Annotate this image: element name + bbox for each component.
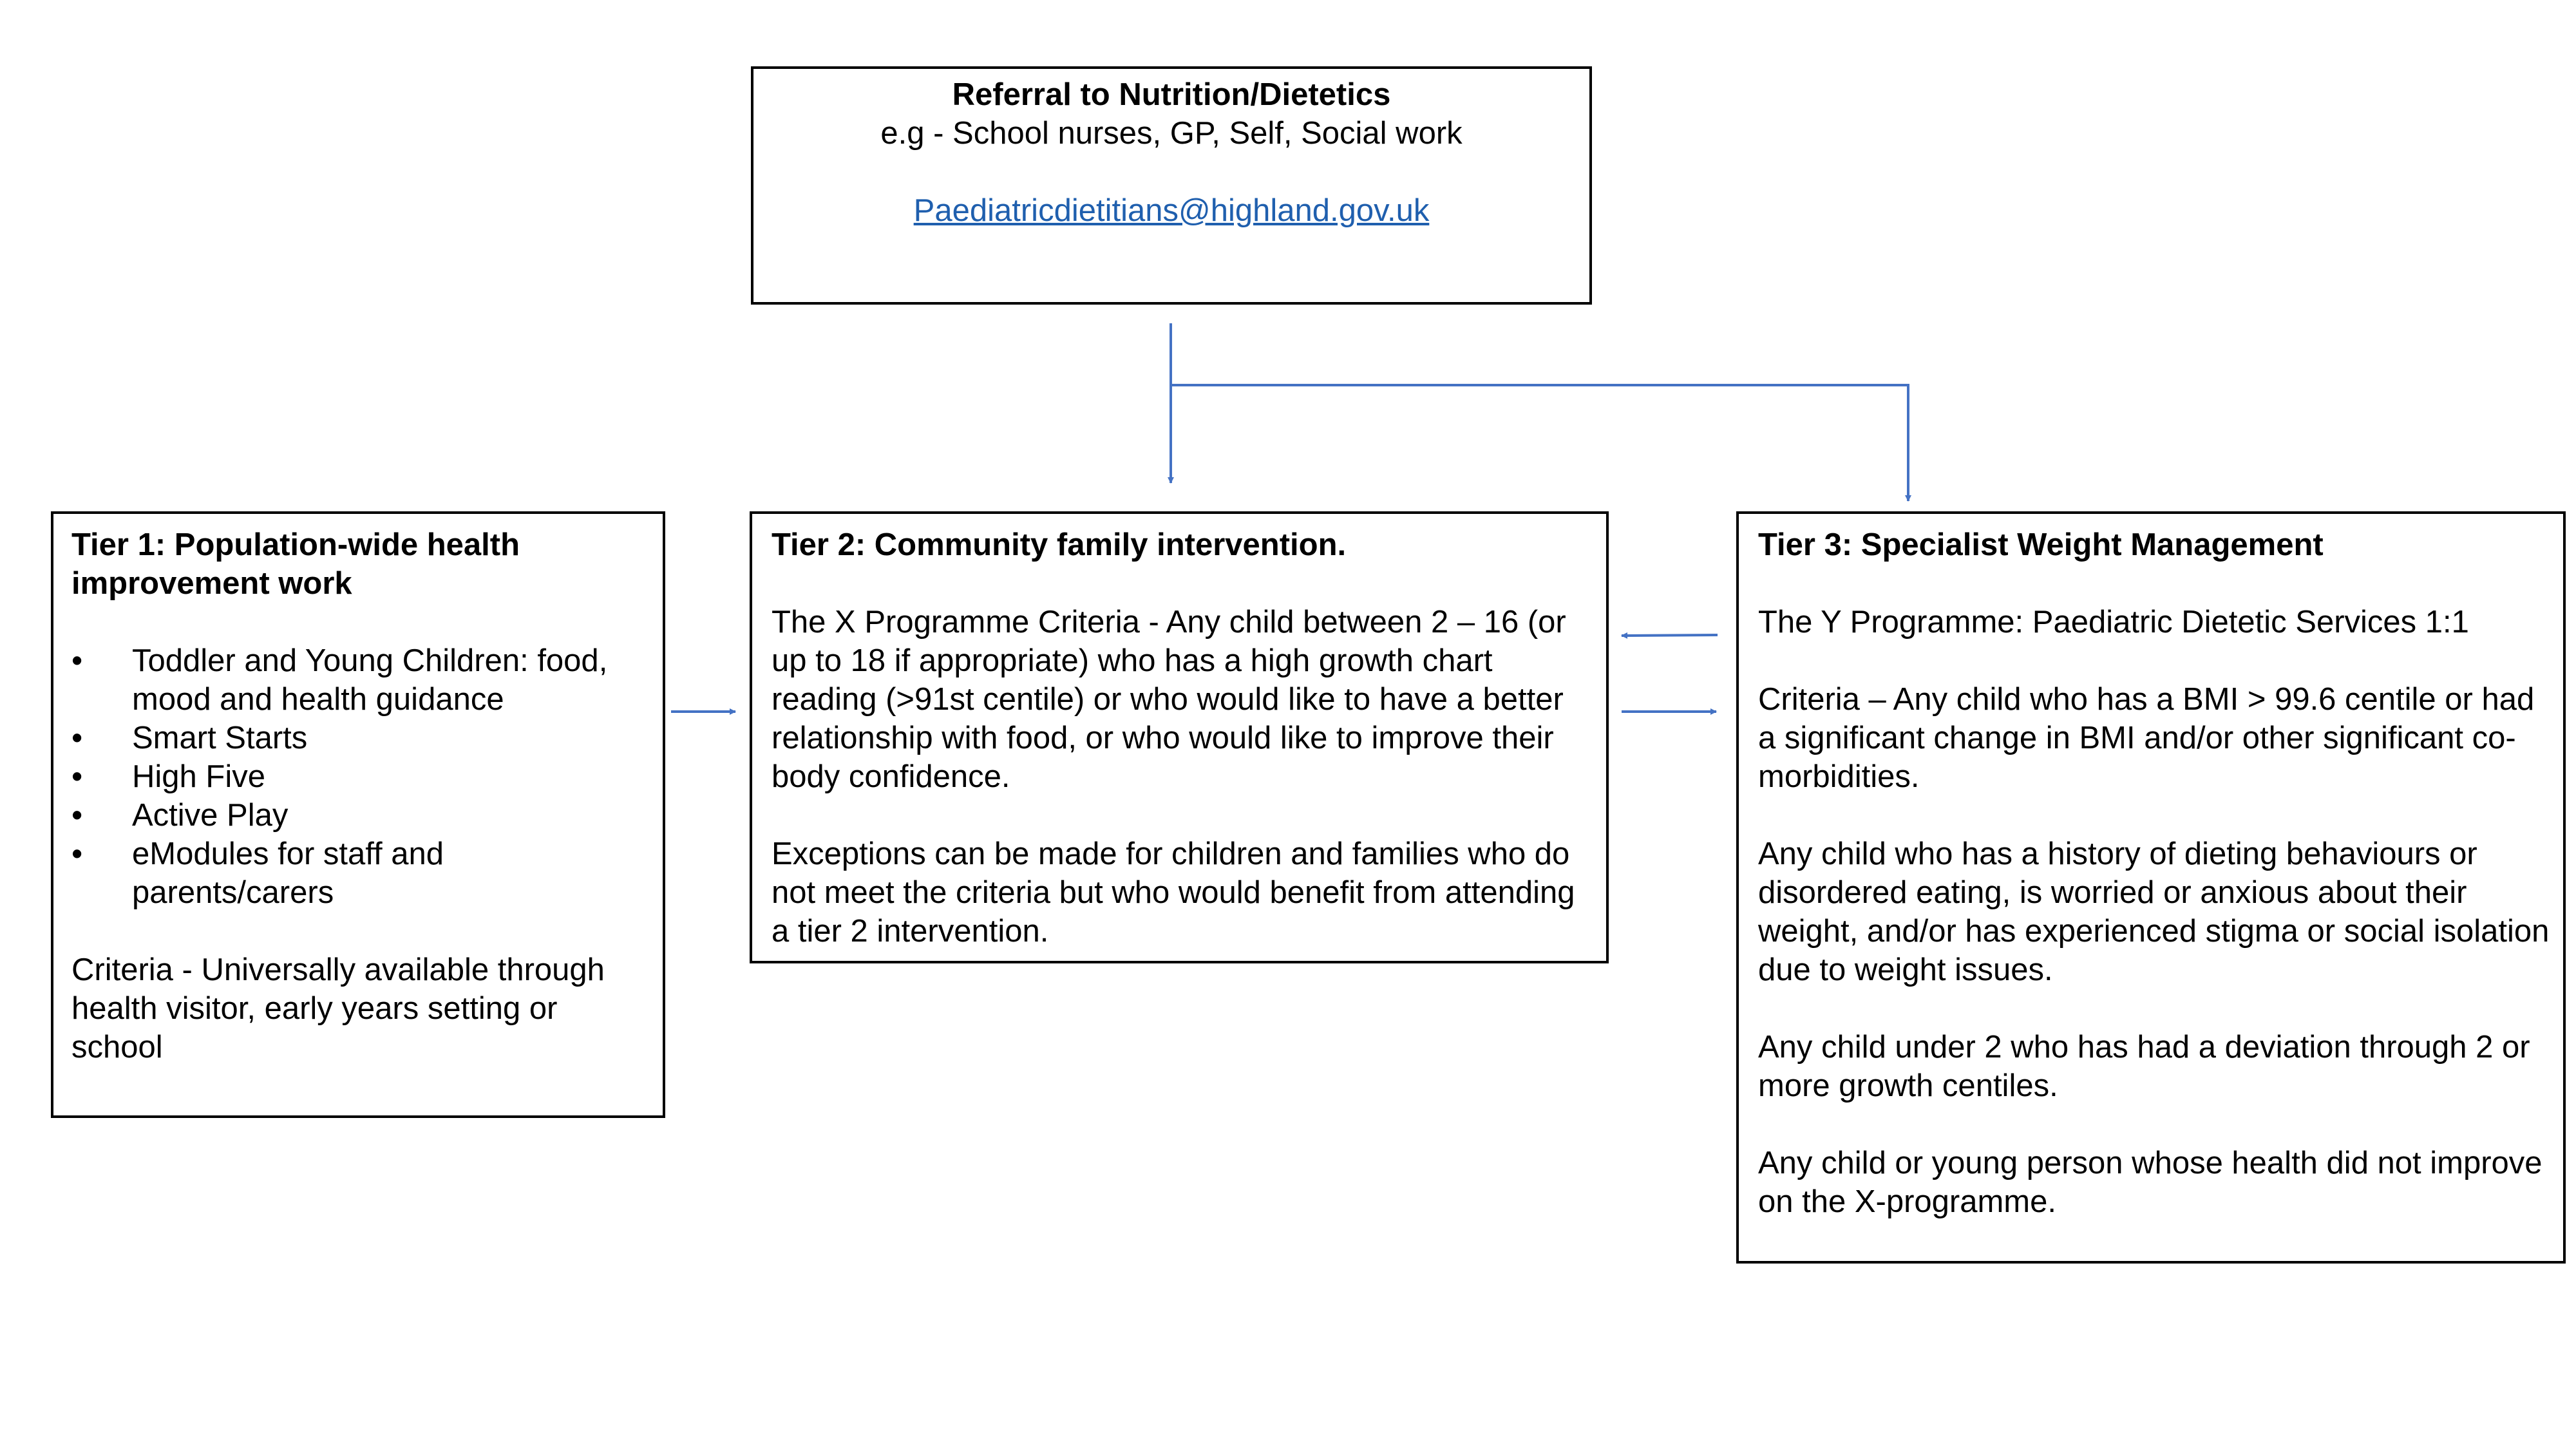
tier2-criteria: The X Programme Criteria - Any child bet…	[772, 605, 1566, 794]
tier1-criteria: Criteria - Universally available through…	[71, 952, 605, 1065]
tier2-title: Tier 2: Community family intervention.	[772, 527, 1347, 562]
spacer	[71, 912, 645, 951]
list-item: High Five	[71, 757, 645, 796]
list-item: eModules for staff and parents/carers	[71, 835, 645, 912]
tier3-box: Tier 3: Specialist Weight Management The…	[1736, 511, 2566, 1264]
spacer	[71, 603, 645, 641]
spacer	[1758, 1105, 2550, 1144]
tier2-exceptions: Exceptions can be made for children and …	[772, 837, 1575, 949]
tier2-box: Tier 2: Community family intervention. T…	[750, 511, 1609, 963]
referral-box: Referral to Nutrition/Dietetics e.g - Sc…	[751, 66, 1592, 305]
spacer	[1758, 641, 2550, 680]
spacer	[772, 796, 1588, 835]
referral-title: Referral to Nutrition/Dietetics	[952, 77, 1391, 112]
tier3-dieting: Any child who has a history of dieting b…	[1758, 837, 2550, 987]
referral-examples: e.g - School nurses, GP, Self, Social wo…	[880, 116, 1463, 151]
spacer	[1758, 989, 2550, 1028]
tier1-box: Tier 1: Population-wide health improveme…	[51, 511, 665, 1118]
tier3-title: Tier 3: Specialist Weight Management	[1758, 527, 2324, 562]
spacer	[766, 153, 1577, 191]
tier3-x-programme: Any child or young person whose health d…	[1758, 1146, 2543, 1219]
list-item: Smart Starts	[71, 719, 645, 757]
list-item: Active Play	[71, 796, 645, 835]
list-item: Toddler and Young Children: food, mood a…	[71, 641, 645, 719]
referral-to-tier3-arrow	[1171, 384, 1911, 502]
tier1-list: Toddler and Young Children: food, mood a…	[71, 641, 645, 912]
spacer	[1758, 564, 2550, 603]
tier3-criteria: Criteria – Any child who has a BMI > 99.…	[1758, 682, 2535, 794]
tier3-to-tier2-arrow	[1621, 632, 1718, 639]
tier1-title: Tier 1: Population-wide health improveme…	[71, 527, 520, 601]
tier3-programme: The Y Programme: Paediatric Dietetic Ser…	[1758, 605, 2469, 639]
spacer	[772, 564, 1588, 603]
referral-email-link[interactable]: Paediatricdietitians@highland.gov.uk	[913, 193, 1430, 228]
spacer	[1758, 796, 2550, 835]
tier3-under-two: Any child under 2 who has had a deviatio…	[1758, 1030, 2530, 1103]
